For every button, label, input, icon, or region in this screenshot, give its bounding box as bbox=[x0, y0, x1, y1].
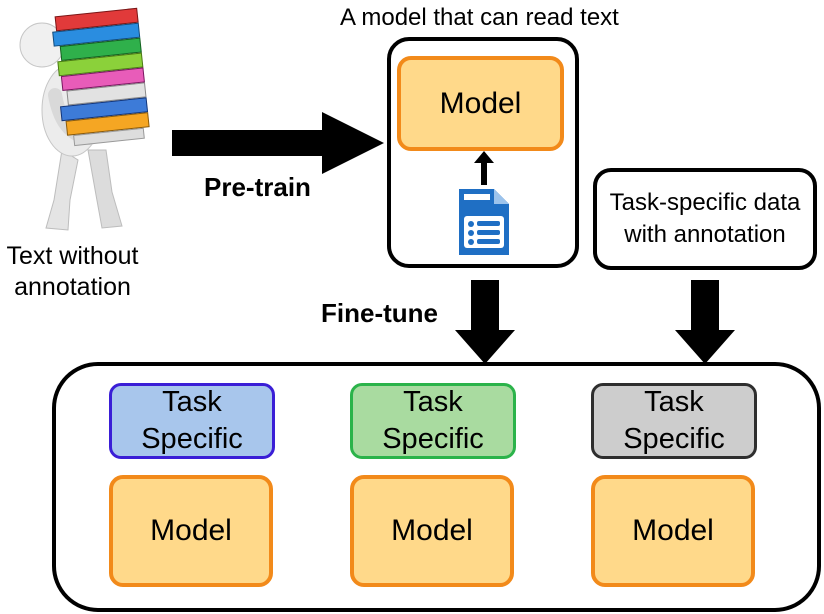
task-line: Specific bbox=[623, 423, 725, 455]
task-specific-box-green: Task Specific bbox=[350, 383, 516, 459]
task-line: Task bbox=[644, 386, 704, 418]
finetune-arrow-left bbox=[455, 280, 515, 364]
model-label: Model bbox=[150, 514, 232, 547]
pretrained-model-box: Model bbox=[397, 56, 564, 151]
annotated-data-line: with annotation bbox=[624, 221, 786, 248]
finetuned-model-box: Model bbox=[591, 475, 755, 587]
finetune-label: Fine-tune bbox=[321, 298, 438, 328]
person-carrying-binders-icon bbox=[19, 7, 150, 231]
annotated-data-box: Task-specific data with annotation bbox=[593, 168, 817, 270]
task-line: Task bbox=[162, 386, 222, 418]
model-label: Model bbox=[439, 86, 522, 120]
caption-line: Text without bbox=[6, 242, 139, 270]
small-up-arrow bbox=[474, 151, 494, 185]
caption-line: annotation bbox=[14, 273, 131, 301]
text-without-annotation-caption: Text without annotation bbox=[0, 241, 145, 303]
finetune-arrow-right bbox=[675, 280, 735, 364]
task-specific-box-gray: Task Specific bbox=[591, 383, 757, 459]
pretrained-model-title: A model that can read text bbox=[340, 4, 619, 31]
pretrain-label: Pre-train bbox=[204, 172, 311, 202]
task-line: Task bbox=[403, 386, 463, 418]
finetuned-model-box: Model bbox=[350, 475, 514, 587]
annotated-data-line: Task-specific data bbox=[609, 189, 801, 216]
document-list-icon bbox=[459, 189, 509, 255]
task-specific-box-blue: Task Specific bbox=[109, 383, 275, 459]
model-label: Model bbox=[632, 514, 714, 547]
finetuned-model-box: Model bbox=[109, 475, 273, 587]
task-line: Specific bbox=[382, 423, 484, 455]
pretrain-arrow bbox=[172, 112, 384, 174]
model-label: Model bbox=[391, 514, 473, 547]
task-line: Specific bbox=[141, 423, 243, 455]
